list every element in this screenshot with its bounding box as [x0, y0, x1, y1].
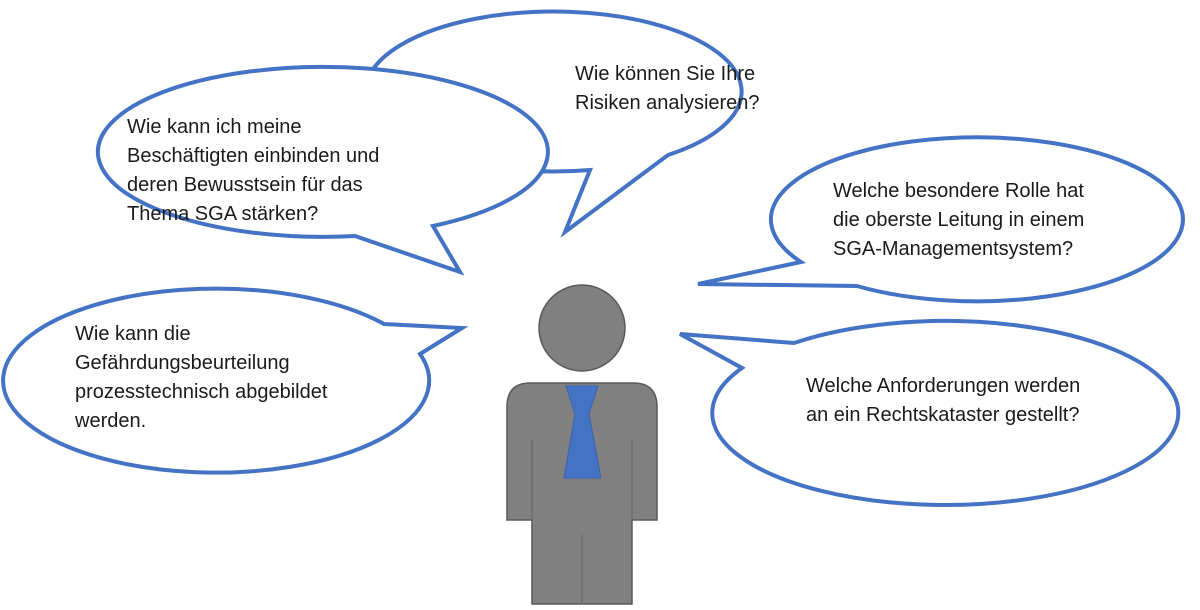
bubble-text-legal-register: Welche Anforderungen werden an ein Recht… — [806, 372, 1080, 430]
person-head — [538, 284, 626, 372]
bubble-line: die oberste Leitung in einem — [833, 209, 1085, 231]
person-tie — [563, 385, 602, 479]
bubble-line: Beschäftigten einbinden und — [127, 145, 380, 167]
bubble-line: Wie kann die — [75, 323, 191, 345]
bubble-line: Risiken analysieren? — [575, 92, 760, 114]
person-icon — [506, 284, 658, 605]
speech-bubble-legal-register — [679, 318, 1181, 507]
bubble-text-hazard-assessment: Wie kann die Gefährdungsbeurteilung proz… — [75, 320, 327, 436]
bubble-line: Wie können Sie Ihre — [575, 63, 756, 85]
bubble-line: werden. — [75, 410, 147, 432]
bubble-line: Gefährdungsbeurteilung — [75, 352, 290, 374]
bubble-line: Thema SGA stärken? — [127, 203, 319, 225]
speech-bubble-employees — [95, 64, 550, 276]
bubble-line: Welche Anforderungen werden — [806, 375, 1081, 397]
bubble-line: deren Bewusstsein für das — [127, 174, 363, 196]
bubble-line: Welche besondere Rolle hat — [833, 180, 1084, 202]
bubble-line: an ein Rechtskataster gestellt? — [806, 404, 1080, 426]
person-body — [506, 382, 658, 605]
bubble-text-employees: Wie kann ich meine Beschäftigten einbind… — [127, 113, 379, 229]
speech-bubble-leadership — [697, 135, 1185, 304]
bubble-text-leadership: Welche besondere Rolle hat die oberste L… — [833, 177, 1084, 264]
speech-bubble-hazard-assessment — [1, 286, 469, 475]
bubble-line: SGA-Managementsystem? — [833, 238, 1074, 260]
bubble-line: prozesstechnisch abgebildet — [75, 381, 328, 403]
bubble-line: Wie kann ich meine — [127, 116, 302, 138]
bubble-text-risks: Wie können Sie Ihre Risiken analysieren? — [575, 60, 760, 118]
